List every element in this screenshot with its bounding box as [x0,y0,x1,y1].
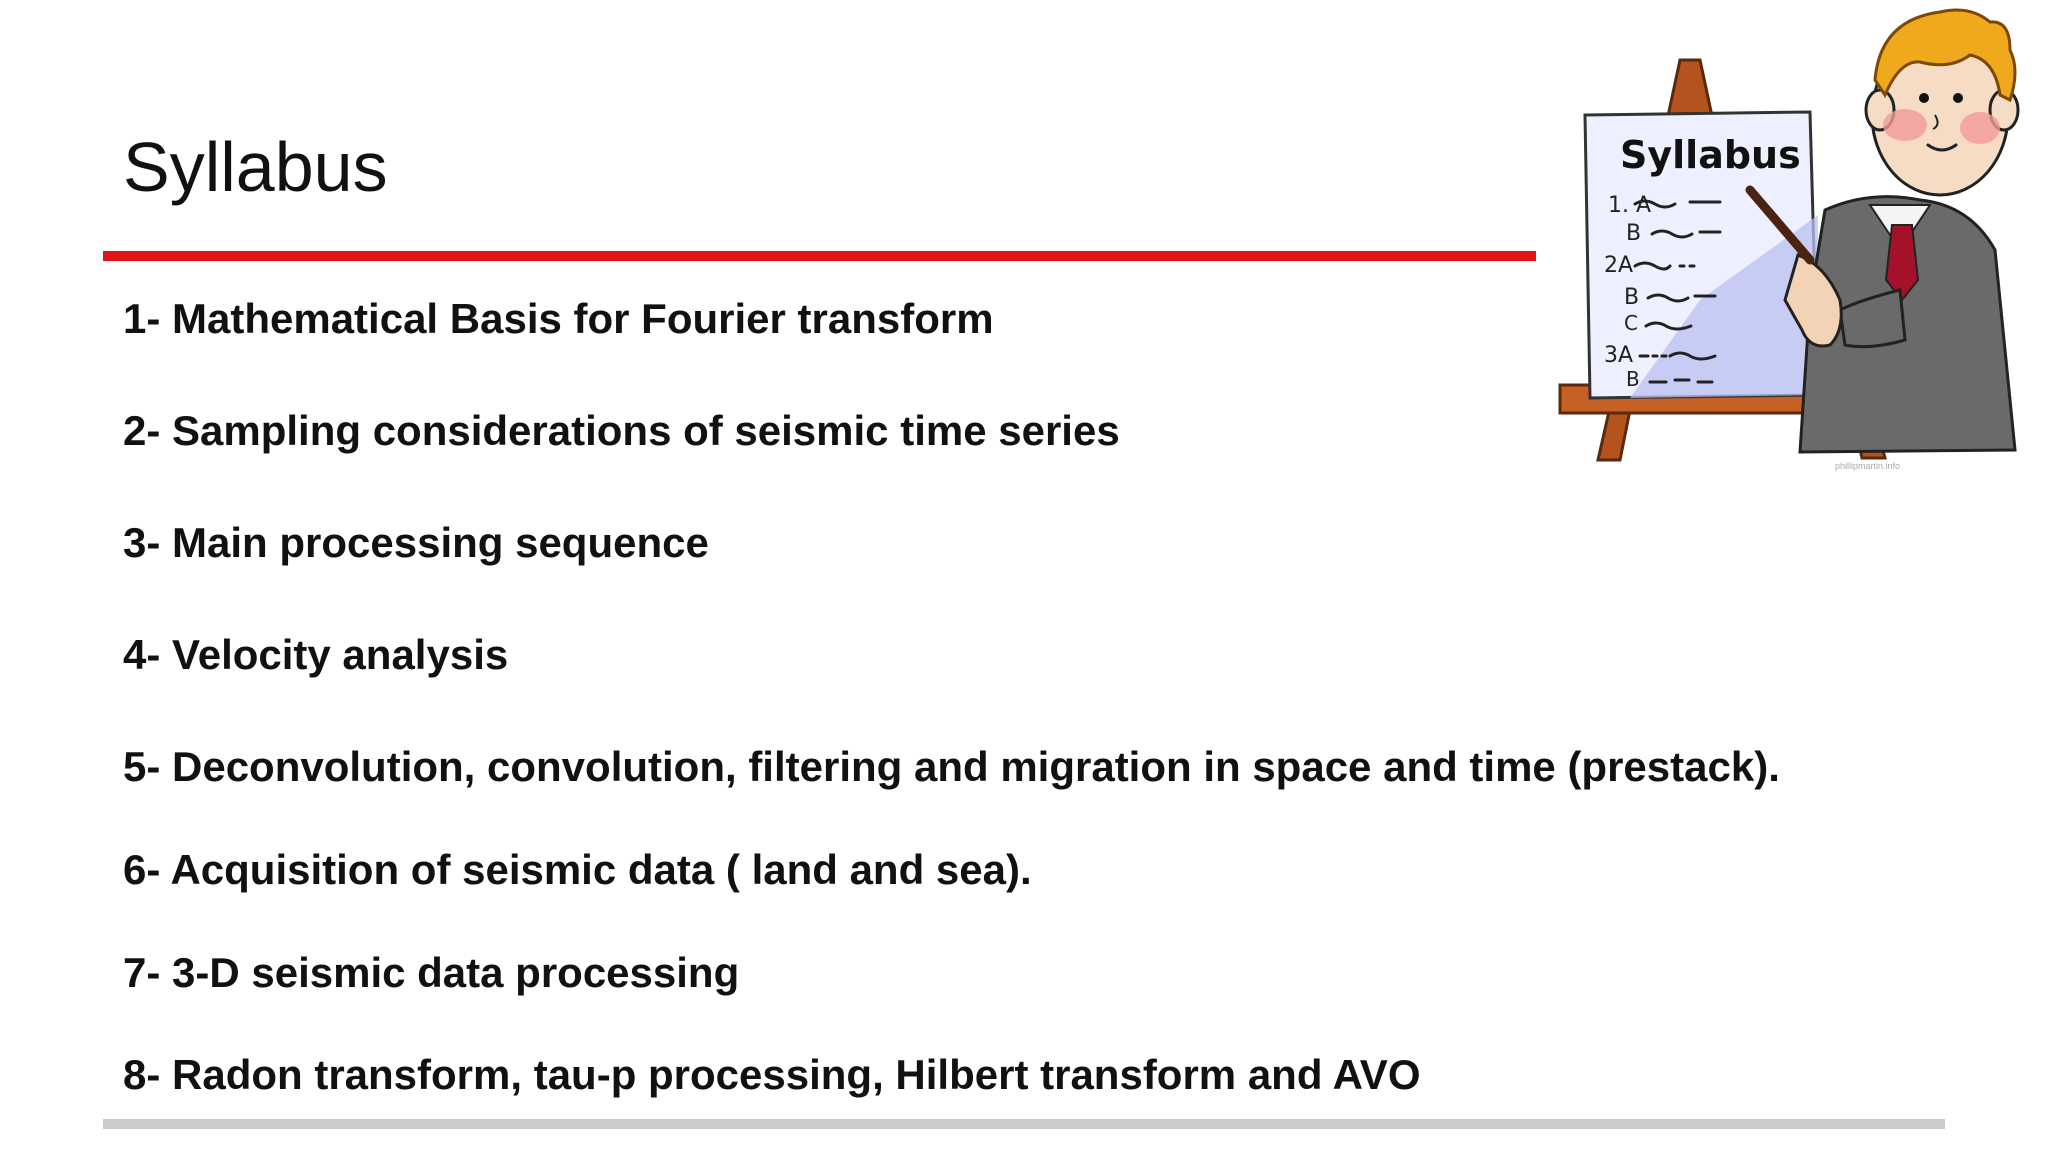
board-line-2: B [1626,221,1641,246]
board-heading: Syllabus [1620,133,1801,177]
syllabus-item-6: 6- Acquisition of seismic data ( land an… [123,846,1032,893]
board-line-7: B [1626,367,1640,391]
teacher-easel-illustration: Syllabus 1. A B 2A B C 3A B [1540,0,2020,480]
clipart-credit: phillipmartin.info [1835,461,1901,471]
board-line-6: 3A [1604,343,1633,368]
board-line-4: B [1624,285,1639,310]
footer-rule [103,1119,1945,1129]
syllabus-item-2: 2- Sampling considerations of seismic ti… [123,407,1120,454]
syllabus-item-7: 7- 3-D seismic data processing [123,949,740,996]
syllabus-item-3: 3- Main processing sequence [123,519,709,566]
slide-title: Syllabus [123,128,388,206]
syllabus-item-1: 1- Mathematical Basis for Fourier transf… [123,295,994,342]
syllabus-item-8: 8- Radon transform, tau-p processing, Hi… [123,1051,1421,1098]
board-line-1: 1. A [1608,193,1651,218]
board-line-3: 2A [1604,253,1633,278]
board-line-5: C [1624,311,1638,335]
syllabus-item-5: 5- Deconvolution, convolution, filtering… [123,743,1780,790]
title-underline-red [103,251,1536,261]
syllabus-item-4: 4- Velocity analysis [123,631,509,678]
